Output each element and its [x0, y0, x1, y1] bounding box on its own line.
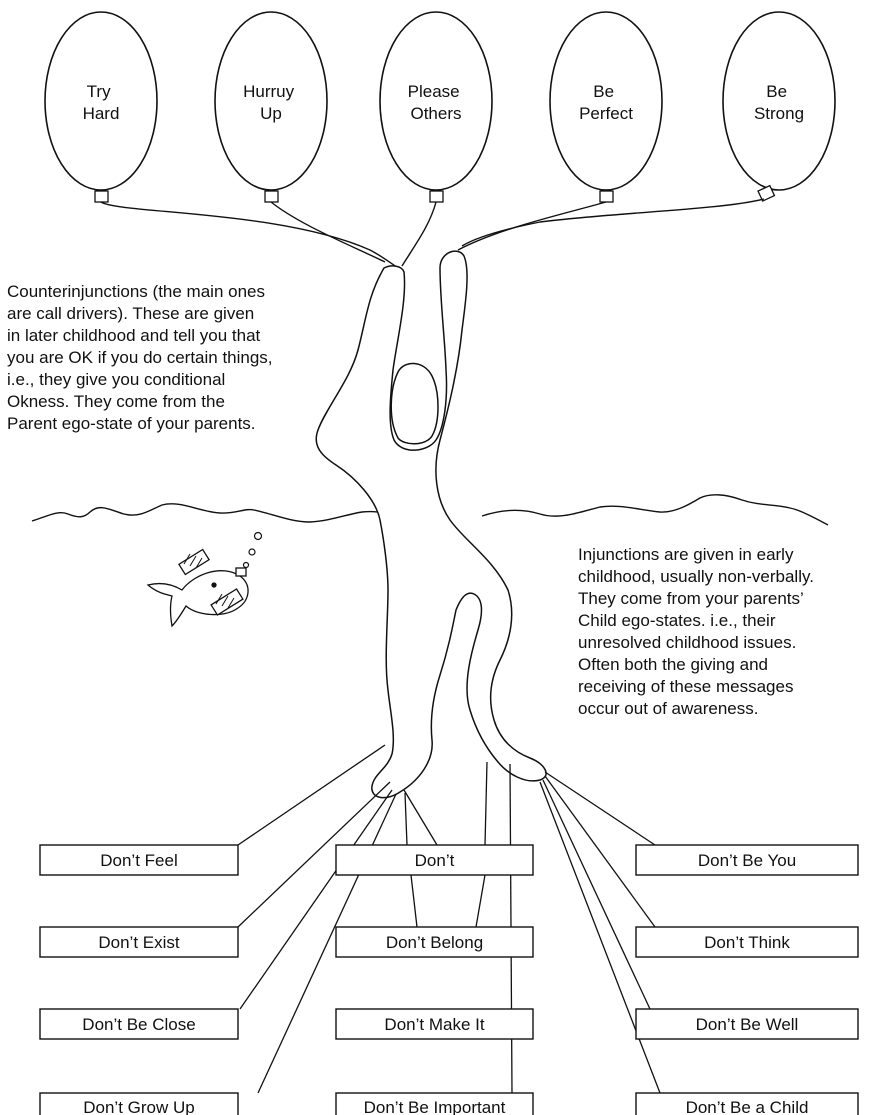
injunction-box: Don’t Be a Child — [635, 1092, 859, 1115]
injunction-connectors — [237, 744, 661, 1094]
text-line: Child ego-states. i.e., their — [578, 611, 776, 630]
balloon-be-perfect: Be Perfect — [549, 11, 663, 203]
injunction-box: Don’t — [335, 844, 534, 876]
injunction-label: Don’t Exist — [98, 933, 180, 952]
balloon-label: Try Hard — [83, 82, 120, 123]
text-line: receiving of these messages — [578, 677, 794, 696]
injunction-box: Don’t Make It — [335, 1008, 534, 1040]
injunction-label: Don’t — [415, 851, 455, 870]
injunction-label: Don’t Feel — [100, 851, 177, 870]
injunction-label: Don’t Make It — [384, 1015, 484, 1034]
balloon-strings — [100, 198, 765, 269]
figure-outline — [315, 250, 547, 799]
bubbles — [242, 531, 263, 569]
balloon-try-hard: Try Hard — [44, 11, 158, 203]
injunction-label: Don’t Be You — [698, 851, 796, 870]
text-line: Injunctions are given in early — [578, 545, 794, 564]
injunction-label: Don’t Grow Up — [83, 1098, 194, 1115]
text-line: occur out of awareness. — [578, 699, 759, 718]
text-line: are call drivers). These are given — [7, 304, 255, 323]
figure-head-gap — [390, 362, 439, 445]
water-line — [31, 494, 829, 526]
text-line: Parent ego-state of your parents. — [7, 414, 256, 433]
injunction-box: Don’t Think — [635, 926, 859, 958]
text-line: They come from your parents’ — [578, 589, 804, 608]
text-line: childhood, usually non-verbally. — [578, 567, 814, 586]
injunction-label: Don’t Be Close — [82, 1015, 195, 1034]
injunction-box: Don’t Belong — [335, 926, 534, 958]
injunction-label: Don’t Be Well — [696, 1015, 799, 1034]
text-line: in later childhood and tell you that — [7, 326, 261, 345]
text-line: Counterinjunctions (the main ones — [7, 282, 265, 301]
text-line: Okness. They come from the — [7, 392, 225, 411]
balloon-label: Be Strong — [754, 82, 804, 123]
text-line: unresolved childhood issues. — [578, 633, 797, 652]
injunction-box: Don’t Be You — [635, 844, 859, 876]
injunction-label: Don’t Think — [704, 933, 790, 952]
counterinjunctions-description: Counterinjunctions (the main ones are ca… — [7, 281, 273, 435]
balloon-label: Please Others — [408, 82, 465, 123]
injunction-box: Don’t Feel — [39, 844, 239, 876]
injunction-box: Don’t Be Close — [39, 1008, 239, 1040]
injunction-label: Don’t Be Important — [364, 1098, 506, 1115]
injunctions-description: Injunctions are given in early childhood… — [578, 544, 814, 720]
injunction-box: Don’t Be Well — [635, 1008, 859, 1040]
text-line: i.e., they give you conditional — [7, 370, 226, 389]
fish-icon — [146, 548, 249, 628]
balloon-label: Hurruy Up — [243, 82, 299, 123]
injunction-box: Don’t Grow Up — [39, 1092, 239, 1115]
injunction-box: Don’t Be Important — [335, 1092, 534, 1115]
balloon-hurry-up: Hurruy Up — [214, 11, 328, 203]
injunction-label: Don’t Be a Child — [686, 1098, 809, 1115]
balloon-be-strong: Be Strong — [722, 11, 836, 202]
text-line: Often both the giving and — [578, 655, 768, 674]
balloon-please-others: Please Others — [379, 11, 493, 203]
text-line: you are OK if you do certain things, — [7, 348, 273, 367]
injunction-label: Don’t Belong — [386, 933, 483, 952]
injunction-box: Don’t Exist — [39, 926, 239, 958]
balloon-label: Be Perfect — [579, 82, 633, 123]
